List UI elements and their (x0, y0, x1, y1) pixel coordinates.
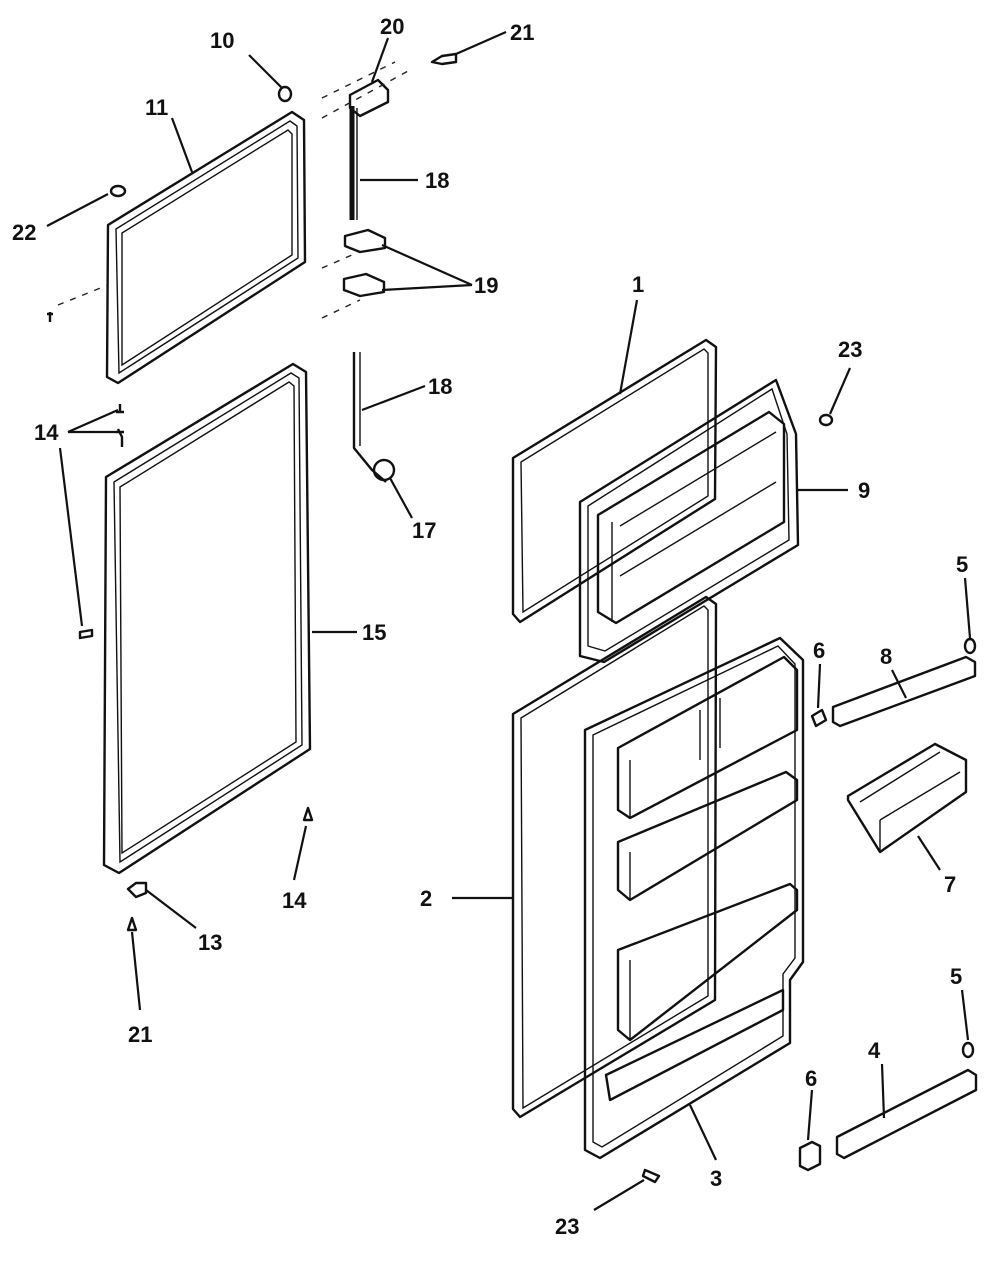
callout-21-bottom: 21 (128, 1022, 152, 1047)
bottom-hinge (352, 352, 396, 483)
callout-7: 7 (944, 872, 956, 897)
fresh-food-door-gasket (102, 362, 312, 875)
top-hinge (348, 78, 390, 220)
fresh-food-inner-door-liner (583, 636, 805, 1160)
freezer-door-panel (511, 338, 718, 624)
callout-4: 4 (868, 1038, 881, 1063)
callout-1: 1 (632, 272, 644, 297)
callout-20: 20 (380, 14, 404, 39)
callout-6-bottom: 6 (805, 1066, 817, 1091)
callout-23-top: 23 (838, 337, 862, 362)
callout-21-top: 21 (510, 20, 534, 45)
leader-lines (46, 30, 972, 1211)
callout-15: 15 (362, 620, 386, 645)
callout-8: 8 (880, 644, 892, 669)
fresh-food-door-panel (511, 595, 718, 1119)
callout-14-left: 14 (34, 420, 59, 445)
callout-6-top: 6 (813, 638, 825, 663)
callout-labels: 10 20 21 11 18 22 19 1 23 18 14 9 17 5 1… (12, 14, 968, 1239)
callout-5-bottom: 5 (950, 964, 962, 989)
callout-22: 22 (12, 220, 36, 245)
callout-18-mid: 18 (428, 374, 452, 399)
callout-11: 11 (145, 95, 168, 120)
callout-2: 2 (420, 886, 432, 911)
callout-5-top: 5 (956, 552, 968, 577)
door-bin (846, 742, 968, 854)
middle-hinge-parts (342, 228, 387, 298)
alignment-dashes (57, 61, 411, 319)
callout-18-top: 18 (425, 168, 449, 193)
callout-19: 19 (474, 273, 498, 298)
callout-3: 3 (710, 1166, 722, 1191)
callout-9: 9 (858, 478, 870, 503)
hardware-left (47, 52, 458, 932)
callout-13: 13 (198, 930, 222, 955)
freezer-door-gasket (105, 110, 307, 385)
freezer-inner-door-liner (578, 378, 800, 664)
callout-17: 17 (412, 518, 436, 543)
hardware-right (641, 413, 834, 1184)
callout-14-bottom: 14 (282, 888, 307, 913)
callout-23-bottom: 23 (555, 1214, 579, 1239)
lower-bin-trim (798, 1041, 978, 1172)
callout-10: 10 (210, 28, 234, 53)
door-bin-trim (810, 637, 977, 728)
